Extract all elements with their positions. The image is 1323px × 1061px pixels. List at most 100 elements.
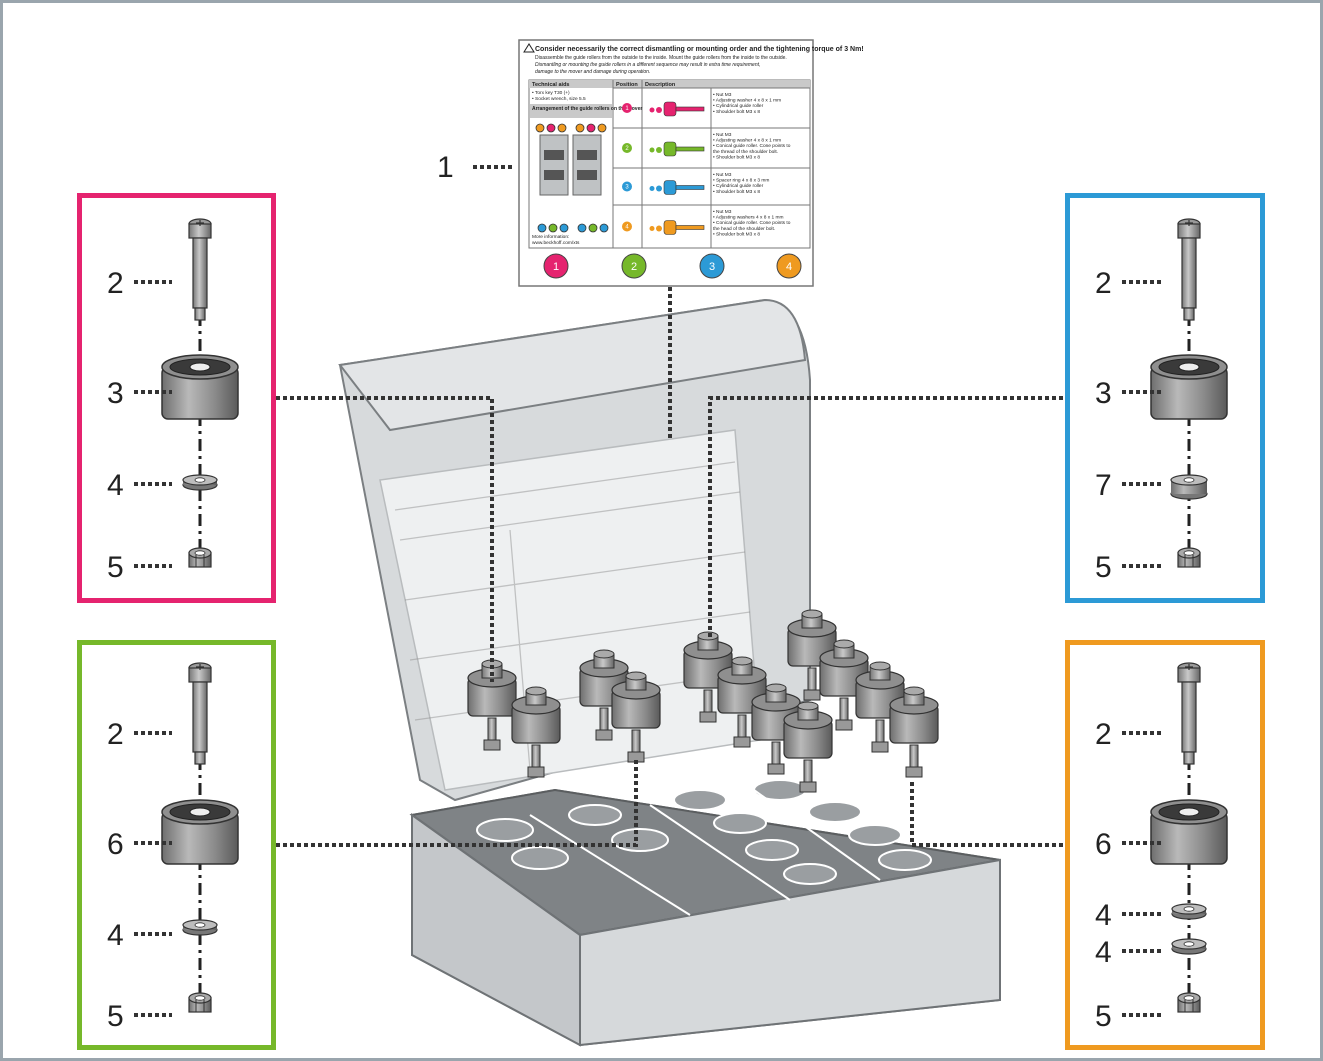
sheet-row-4-desc-4: the head of the shoulder bolt. bbox=[713, 226, 775, 232]
panel-green-parts bbox=[161, 662, 239, 1013]
sheet-row-4: 4 • Nut M3• Adjusting washers 4 x 8 x 1 m… bbox=[613, 204, 810, 237]
sheet-row-3: 3 • Nut M3• Spacer ring 4 x 8 x 3 mm• Cyl… bbox=[613, 167, 810, 195]
warning-icon bbox=[523, 43, 535, 53]
panels: 2 3 4 5 2 3 7 5 2 6 4 5 2 6 4 4 5 bbox=[77, 193, 1265, 1050]
sheet-row-1: 1 • Nut M3• Adjusting washer 4 x 8 x 1 mm… bbox=[613, 87, 810, 117]
url-text: www.beckhoff.com/xts bbox=[532, 240, 580, 246]
leader-orange bbox=[910, 780, 1063, 847]
sheet-row-4-desc-1: • Nut M3 bbox=[713, 209, 732, 215]
panel-magenta-label-4: 5 bbox=[107, 551, 124, 584]
arrangement-title: Arrangement of the guide rollers on the … bbox=[532, 106, 642, 112]
panel-orange-label-1: 2 bbox=[1095, 718, 1112, 751]
sheet-bottom-badge-num-2: 2 bbox=[631, 261, 637, 273]
panel-orange-label-2: 6 bbox=[1095, 828, 1112, 861]
sheet-bottom-badge-num-3: 3 bbox=[709, 261, 715, 273]
panel-green-label-4: 5 bbox=[107, 1000, 124, 1033]
panel-blue-border bbox=[1065, 193, 1265, 603]
col-tech: Technical aids bbox=[532, 82, 570, 88]
sheet-bottom-badge-1 bbox=[543, 253, 569, 279]
box-roller-10 bbox=[855, 661, 905, 753]
panel-blue-label-1: 2 bbox=[1095, 267, 1112, 300]
guide-roller-box bbox=[338, 298, 1001, 1047]
tech-item-1: • Torx key T30 (+) bbox=[532, 90, 570, 96]
box-roller-2 bbox=[511, 686, 561, 778]
more-info: More information: bbox=[532, 234, 569, 240]
sheet-row-4-badge-num: 4 bbox=[625, 225, 629, 231]
leader-lines bbox=[276, 165, 1063, 847]
sheet-warning: Consider necessarily the correct dismant… bbox=[535, 46, 864, 53]
sheet-row-1-desc-4: • Shoulder bolt M3 x 8 bbox=[713, 109, 760, 115]
sheet-bottom-badge-num-4: 4 bbox=[786, 261, 792, 273]
box-roller-9 bbox=[819, 639, 869, 731]
sheet-bottom-badge-4 bbox=[776, 253, 802, 279]
sheet-row-2-desc-1: • Nut M3 bbox=[713, 132, 732, 138]
box-roller-4 bbox=[611, 671, 661, 763]
panel-magenta-label-3: 4 bbox=[107, 469, 124, 502]
sheet-bottom-badge-3 bbox=[699, 253, 725, 279]
panel-green-label-3: 4 bbox=[107, 919, 124, 952]
sheet-row-2-desc-5: • Shoulder bolt M3 x 8 bbox=[713, 154, 760, 160]
leader-magenta bbox=[276, 396, 494, 682]
sheet-row-3-desc-1: • Nut M3 bbox=[713, 172, 732, 178]
sheet-row-3-badge bbox=[622, 181, 632, 192]
col-description: Description bbox=[645, 82, 676, 88]
col-position: Position bbox=[616, 82, 638, 88]
leader-green bbox=[276, 760, 638, 847]
panel-magenta-border bbox=[77, 193, 276, 603]
tech-item-2: • Socket wrench, size 5.5 bbox=[532, 96, 586, 102]
sheet-bottom-badge-num-1: 1 bbox=[553, 261, 559, 273]
panel-green-label-2: 6 bbox=[107, 828, 124, 861]
panel-magenta: 2 3 4 5 bbox=[77, 193, 276, 603]
leader-blue bbox=[708, 396, 1063, 640]
sheet-rows: 1• Nut M3• Adjusting washer 4 x 8 x 1 mm… bbox=[613, 87, 810, 237]
sheet-row-1-desc-1: • Nut M3 bbox=[713, 92, 732, 98]
panel-magenta-label-1: 2 bbox=[107, 267, 124, 300]
panel-orange-label-4: 4 bbox=[1095, 936, 1112, 969]
panel-green-label-1: 2 bbox=[107, 718, 124, 751]
sheet-row-2-badge-num: 2 bbox=[625, 146, 629, 152]
sheet-row-3-badge-num: 3 bbox=[625, 185, 629, 191]
sheet-warning-3: Dismantling or mounting the guide roller… bbox=[535, 62, 760, 68]
sheet-row-4-desc-3: • Conical guide roller. Cone points to bbox=[713, 220, 791, 226]
lid-info-sheet bbox=[379, 429, 761, 791]
panel-blue: 2 3 7 5 bbox=[1065, 193, 1265, 603]
panel-blue-label-2: 3 bbox=[1095, 377, 1112, 410]
sheet-row-1-desc-3: • Cylindrical guide roller bbox=[713, 103, 764, 109]
sheet-row-4-badge bbox=[622, 221, 632, 232]
box-roller-11 bbox=[889, 686, 939, 778]
sheet-row-4-desc-5: • Shoulder bolt M3 x 8 bbox=[713, 231, 760, 237]
sheet-row-3-desc-4: • Shoulder bolt M3 x 8 bbox=[713, 189, 760, 195]
sheet-row-3-desc-2: • Spacer ring 4 x 8 x 3 mm bbox=[713, 178, 769, 184]
sheet-badges: 1 2 3 4 bbox=[543, 253, 802, 279]
sheet-row-1-desc-2: • Adjusting washer 4 x 8 x 1 mm bbox=[713, 98, 781, 104]
box-rollers bbox=[467, 609, 939, 793]
panel-orange-parts bbox=[1150, 662, 1228, 1013]
panel-magenta-label-2: 3 bbox=[107, 377, 124, 410]
sheet-row-1-badge bbox=[622, 103, 632, 113]
panel-magenta-parts bbox=[161, 218, 239, 568]
info-sheet: Consider necessarily the correct dismant… bbox=[518, 39, 864, 287]
box-roller-1 bbox=[467, 659, 517, 751]
sheet-row-2-badge bbox=[622, 143, 632, 153]
sheet-row-3-desc-3: • Cylindrical guide roller bbox=[713, 183, 764, 189]
panel-blue-parts bbox=[1150, 218, 1228, 568]
sheet-row-4-desc-2: • Adjusting washers 4 x 8 x 1 mm bbox=[713, 215, 783, 221]
panel-blue-label-3: 7 bbox=[1095, 469, 1112, 502]
sheet-row-1-badge-num: 1 bbox=[625, 106, 629, 112]
sheet-row-2-desc-4: the thread of the shoulder bolt. bbox=[713, 149, 778, 155]
sheet-row-2: 2 • Nut M3• Adjusting washer 4 x 8 x 1 mm… bbox=[613, 127, 810, 160]
sheet-bottom-badge-2 bbox=[621, 253, 647, 279]
panel-blue-label-4: 5 bbox=[1095, 551, 1112, 584]
panel-orange-label-3: 4 bbox=[1095, 899, 1112, 932]
callout-1: 1 bbox=[437, 151, 454, 184]
sheet-row-2-desc-3: • Conical guide roller. Cone points to bbox=[713, 143, 791, 149]
sheet-warning-4: damage to the mover and damage during op… bbox=[535, 69, 650, 75]
box-roller-12 bbox=[783, 701, 833, 793]
panel-green-border bbox=[77, 640, 276, 1050]
panel-orange-label-5: 5 bbox=[1095, 1000, 1112, 1033]
sheet-row-2-desc-2: • Adjusting washer 4 x 8 x 1 mm bbox=[713, 138, 781, 144]
sheet-warning-2: Disassemble the guide rollers from the o… bbox=[535, 55, 787, 61]
panel-orange: 2 6 4 4 5 bbox=[1065, 640, 1265, 1050]
